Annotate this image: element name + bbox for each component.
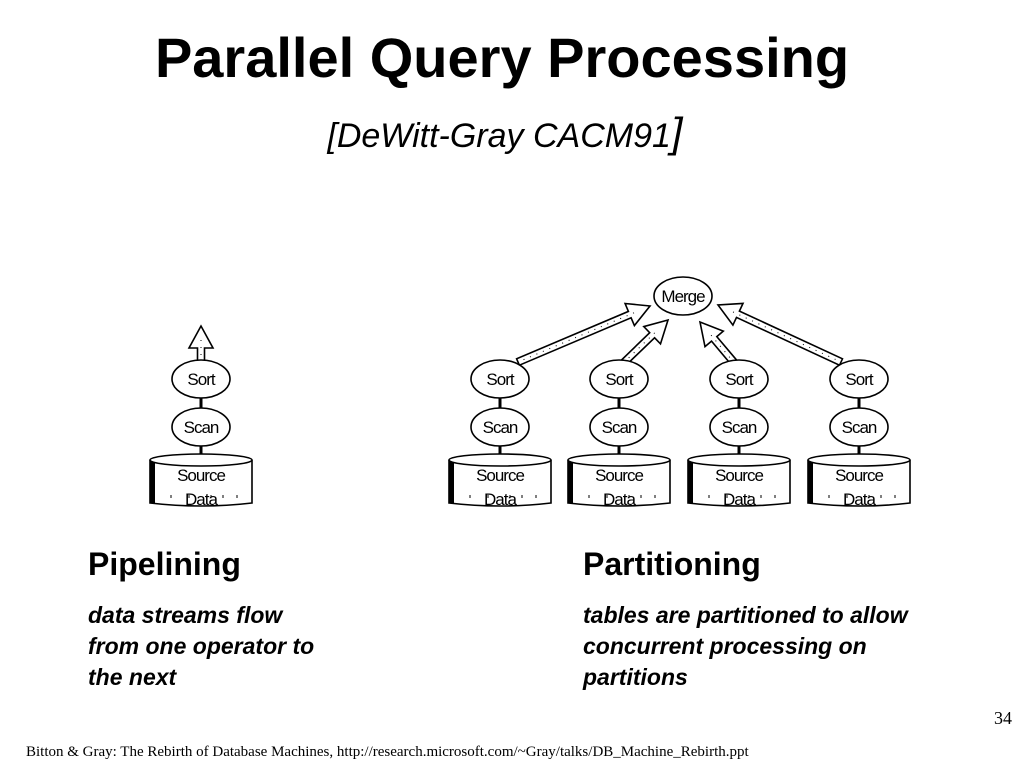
partition-3-scan-label: Scan bbox=[722, 418, 757, 437]
partition-2-sort-label: Sort bbox=[605, 370, 633, 389]
partition-1-scan-node bbox=[470, 407, 530, 447]
partition-4-sort-label: Sort bbox=[845, 370, 873, 389]
pipeline-scan-node bbox=[171, 407, 231, 447]
citation-close-bracket: ] bbox=[670, 109, 683, 156]
partition-4-scan-label: Scan bbox=[842, 418, 877, 437]
pipelining-heading: Pipelining bbox=[88, 546, 241, 582]
partition-arrow-4-shape bbox=[716, 302, 844, 367]
partition-4-source-cylinder-top bbox=[807, 453, 911, 467]
partition-2-source-cylinder-body bbox=[567, 460, 671, 507]
partition-arrow-2-shape bbox=[620, 318, 670, 366]
pipeline-source-cylinder-body bbox=[149, 460, 253, 507]
pipeline-source-cylinder-top bbox=[149, 453, 253, 467]
pipelining-description: data streams flow from one operator to t… bbox=[88, 602, 315, 690]
partition-3-source-cylinder-body bbox=[687, 460, 791, 507]
pipeline-source-label-1: Source bbox=[177, 466, 225, 485]
partition-1-source-cylinder-body bbox=[448, 460, 552, 507]
partition-3-source-cylinder-shadow bbox=[688, 460, 693, 503]
partition-2-source-cylinder-shadow bbox=[568, 460, 573, 503]
footer-citation: Bitton & Gray: The Rebirth of Database M… bbox=[26, 744, 749, 760]
partition-1-scan-label: Scan bbox=[483, 418, 518, 437]
partition-1-sort-node bbox=[470, 359, 530, 399]
partition-3-sort-label: Sort bbox=[725, 370, 753, 389]
partition-2-source-label-1: Source bbox=[595, 466, 643, 485]
partition-diagram: SortScanSourceDataSortScanSourceDataSort… bbox=[448, 276, 911, 509]
partitioning-heading: Partitioning bbox=[583, 546, 761, 582]
partition-4-source-cylinder-shadow bbox=[808, 460, 813, 503]
merge-node bbox=[653, 276, 713, 316]
partitioning-description: tables are partitioned to allow concurre… bbox=[583, 602, 908, 690]
partition-4-scan-node bbox=[829, 407, 889, 447]
partition-1-sort-label: Sort bbox=[486, 370, 514, 389]
partition-arrow-3 bbox=[698, 320, 738, 366]
pipeline-output-arrow bbox=[187, 324, 215, 362]
slide-citation: [DeWitt-Gray CACM91] bbox=[0, 112, 1010, 154]
partition-1-source-label-2: Data bbox=[484, 490, 517, 509]
partition-1-source-cylinder-shadow bbox=[449, 460, 454, 503]
pipeline-source-cylinder-shadow bbox=[150, 460, 155, 503]
pipeline-scan-label: Scan bbox=[184, 418, 219, 437]
partition-3-scan-node bbox=[709, 407, 769, 447]
partition-2-sort-node bbox=[589, 359, 649, 399]
partition-1-source-label-1: Source bbox=[476, 466, 524, 485]
partition-2-scan-label: Scan bbox=[602, 418, 637, 437]
citation-text: [DeWitt-Gray CACM91 bbox=[327, 117, 671, 155]
pipeline-source-label-2: Data bbox=[185, 490, 218, 509]
partition-2-source-cylinder-top bbox=[567, 453, 671, 467]
partition-3-source-cylinder-top bbox=[687, 453, 791, 467]
partition-3-source-label-1: Source bbox=[715, 466, 763, 485]
pipeline-sort-label: Sort bbox=[187, 370, 215, 389]
partition-arrow-4 bbox=[716, 302, 844, 367]
pipeline-sort-node bbox=[171, 359, 231, 399]
merge-label: Merge bbox=[661, 287, 705, 306]
page-number: 34 bbox=[994, 708, 1012, 728]
partition-1-source-cylinder-top bbox=[448, 453, 552, 467]
partition-4-source-label-1: Source bbox=[835, 466, 883, 485]
partition-4-source-label-2: Data bbox=[843, 490, 876, 509]
partition-3-sort-node bbox=[709, 359, 769, 399]
partition-2-source-label-2: Data bbox=[603, 490, 636, 509]
partition-arrow-2 bbox=[620, 318, 670, 366]
partition-arrow-1 bbox=[515, 302, 652, 367]
partition-4-source-cylinder-body bbox=[807, 460, 911, 507]
partition-2-scan-node bbox=[589, 407, 649, 447]
pipeline-output-arrow-shape bbox=[187, 324, 215, 362]
partition-4-sort-node bbox=[829, 359, 889, 399]
partition-arrow-3-shape bbox=[698, 320, 738, 366]
partition-3-source-label-2: Data bbox=[723, 490, 756, 509]
partition-arrow-1-shape bbox=[515, 302, 652, 367]
slide-title: Parallel Query Processing bbox=[154, 26, 850, 89]
